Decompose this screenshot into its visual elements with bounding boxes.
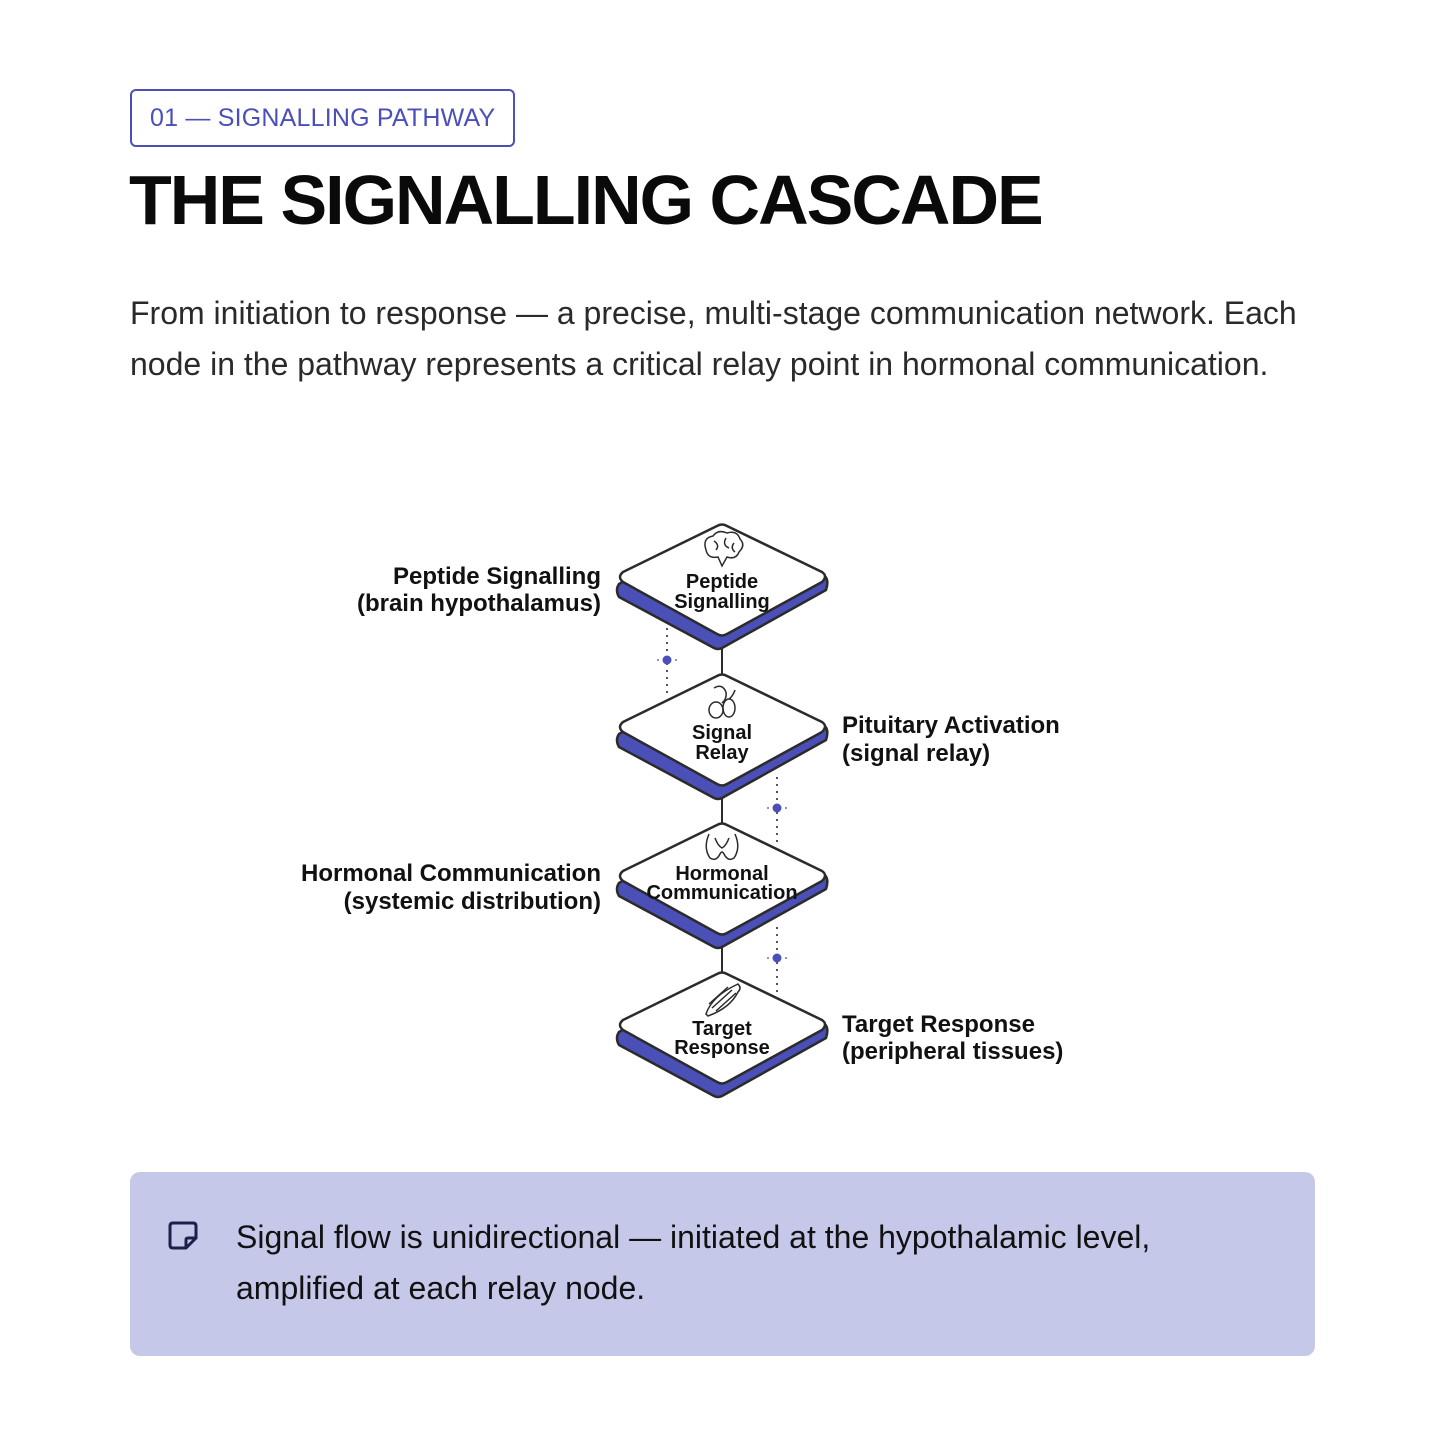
section-badge: 01 — SIGNALLING PATHWAY <box>130 89 516 147</box>
svg-text:(peripheral tissues): (peripheral tissues) <box>842 1038 1063 1065</box>
svg-text:(systemic distribution): (systemic distribution) <box>344 888 601 915</box>
dotted-link-3 <box>767 927 787 993</box>
side-label-pituitary-activation: Pituitary Activation (signal relay) <box>842 712 1060 767</box>
node-label-line2: Communication <box>646 882 797 904</box>
callout-box: Signal flow is unidirectional — initiate… <box>130 1172 1315 1356</box>
node-label-line1: Signal <box>692 722 752 744</box>
muscle-icon <box>705 983 741 1017</box>
node-label-line1: Peptide <box>686 571 758 593</box>
pituitary-icon <box>708 685 736 719</box>
note-icon <box>168 1221 198 1250</box>
svg-text:Peptide Signalling: Peptide Signalling <box>393 563 601 590</box>
side-label-peptide-signalling: Peptide Signalling (brain hypothalamus) <box>357 563 601 617</box>
svg-text:(signal relay): (signal relay) <box>842 740 990 767</box>
node-target-response: Target Response <box>615 971 829 1099</box>
node-label-line2: Relay <box>695 742 749 764</box>
svg-text:(brain hypothalamus): (brain hypothalamus) <box>357 590 601 617</box>
node-label-line1: Target <box>692 1018 752 1040</box>
side-label-target-response: Target Response (peripheral tissues) <box>842 1011 1063 1065</box>
intro-paragraph: From initiation to response — a precise,… <box>130 295 1297 382</box>
page-title: THE SIGNALLING CASCADE <box>129 161 1044 239</box>
node-signal-relay: Signal Relay <box>615 673 829 801</box>
callout-text: Signal flow is unidirectional — initiate… <box>236 1219 1151 1306</box>
node-hormonal-communication: Hormonal Communication <box>615 822 829 950</box>
dotted-link-2 <box>767 777 787 843</box>
node-peptide-signalling: Peptide Signalling <box>615 523 829 651</box>
thyroid-icon <box>705 833 739 861</box>
svg-text:Target Response: Target Response <box>842 1011 1035 1038</box>
svg-text:Hormonal Communication: Hormonal Communication <box>301 860 601 887</box>
node-label-line1: Hormonal <box>675 863 768 885</box>
node-label-line2: Signalling <box>674 591 770 613</box>
dotted-link-1 <box>657 628 677 697</box>
svg-text:Pituitary Activation: Pituitary Activation <box>842 712 1060 739</box>
node-label-line2: Response <box>674 1037 770 1059</box>
brain-icon <box>704 530 744 568</box>
side-label-hormonal-communication: Hormonal Communication (systemic distrib… <box>301 860 601 915</box>
